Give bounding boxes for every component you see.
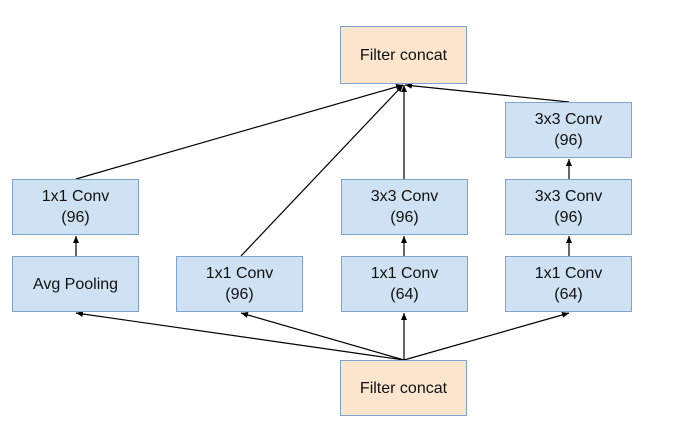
branch4-3x3-conv-2-label: 3x3 Conv xyxy=(534,111,603,128)
filter-concat-bottom-node: Filter concat xyxy=(340,360,467,416)
edge-concat-to-branch2-conv xyxy=(240,312,405,361)
branch4-1x1-conv-filters: (64) xyxy=(554,286,583,303)
filter-concat-top-label: Filter concat xyxy=(359,46,448,64)
branch3-1x1-conv-label: 1x1 Conv xyxy=(370,265,439,282)
branch3-3x3-conv-label: 3x3 Conv xyxy=(370,188,439,205)
branch3-3x3-conv-filters: (96) xyxy=(390,209,419,226)
edge-branch2-to-filter-concat xyxy=(240,84,404,257)
filter-concat-top-node: Filter concat xyxy=(340,26,467,84)
branch2-1x1-conv-filters: (96) xyxy=(225,286,254,303)
filter-concat-bottom-label: Filter concat xyxy=(359,379,448,397)
branch1-avg-pooling-node: Avg Pooling xyxy=(12,256,139,312)
edge-branch1-to-filter-concat xyxy=(75,84,404,180)
edge-concat-to-avg-pooling xyxy=(75,311,405,361)
branch2-1x1-conv-node: 1x1 Conv (96) xyxy=(176,256,303,312)
branch3-1x1-conv-node: 1x1 Conv (64) xyxy=(341,256,468,312)
branch4-1x1-conv-label: 1x1 Conv xyxy=(534,265,603,282)
branch4-3x3-conv-1-node: 3x3 Conv (96) xyxy=(505,179,632,235)
branch3-3x3-conv-node: 3x3 Conv (96) xyxy=(341,179,468,235)
branch1-1x1-conv-node: 1x1 Conv (96) xyxy=(12,179,139,235)
branch4-3x3-conv-1-filters: (96) xyxy=(554,209,583,226)
branch1-avg-pooling-label: Avg Pooling xyxy=(32,275,119,293)
branch4-3x3-conv-2-node: 3x3 Conv (96) xyxy=(505,102,632,158)
branch4-3x3-conv-1-label: 3x3 Conv xyxy=(534,188,603,205)
branch3-1x1-conv-filters: (64) xyxy=(390,286,419,303)
branch1-1x1-conv-filters: (96) xyxy=(61,209,90,226)
edge-concat-to-branch4-conv1 xyxy=(403,312,570,361)
edge-branch4-to-filter-concat xyxy=(404,82,570,103)
branch4-3x3-conv-2-filters: (96) xyxy=(554,132,583,149)
branch4-1x1-conv-node: 1x1 Conv (64) xyxy=(505,256,632,312)
branch1-1x1-conv-label: 1x1 Conv xyxy=(41,188,110,205)
branch2-1x1-conv-label: 1x1 Conv xyxy=(205,265,274,282)
